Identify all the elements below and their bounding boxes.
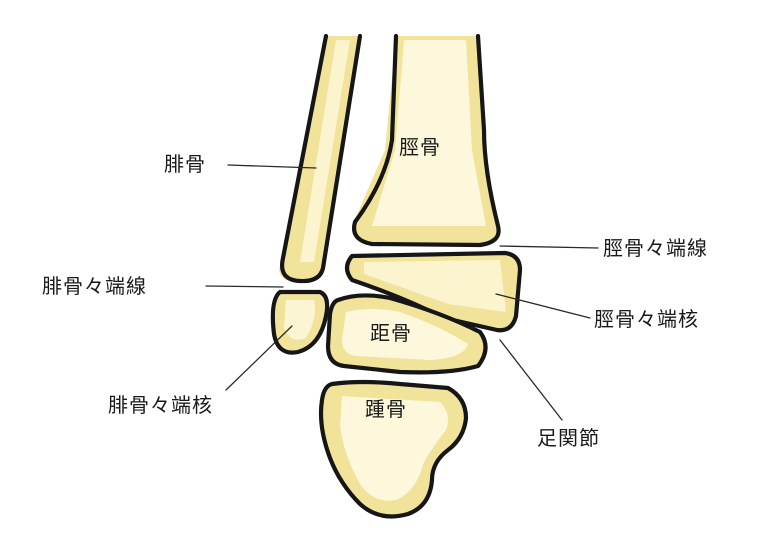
label-tibia-growth-plate: 脛骨々端線 <box>603 236 708 260</box>
tibia-epiphysis <box>344 250 523 333</box>
leader-tibia-growth-plate <box>499 245 599 249</box>
label-fibula-epiphysis: 腓骨々端核 <box>108 393 213 417</box>
calcaneus-bone <box>318 379 469 519</box>
fibula-epiphysis <box>270 289 330 355</box>
leader-tibia-epiphysis <box>495 293 591 319</box>
label-fibula: 腓骨 <box>164 152 206 176</box>
talus-bone <box>325 293 488 375</box>
label-tibia-epiphysis: 脛骨々端核 <box>594 307 699 331</box>
label-ankle-joint: 足関節 <box>537 426 600 450</box>
label-talus: 距骨 <box>370 321 412 345</box>
tibia-shaft <box>352 33 501 248</box>
leader-fibula-growth-plate <box>205 285 284 288</box>
label-tibia: 脛骨 <box>399 135 441 159</box>
label-calcaneus: 踵骨 <box>365 397 407 421</box>
fibula-shaft <box>279 33 363 284</box>
leader-fibula <box>227 164 317 169</box>
leader-ankle-joint <box>499 339 563 421</box>
leader-lines <box>205 164 599 421</box>
label-fibula-growth-plate: 腓骨々端線 <box>42 274 147 298</box>
leader-fibula-epiphysis <box>225 325 293 391</box>
